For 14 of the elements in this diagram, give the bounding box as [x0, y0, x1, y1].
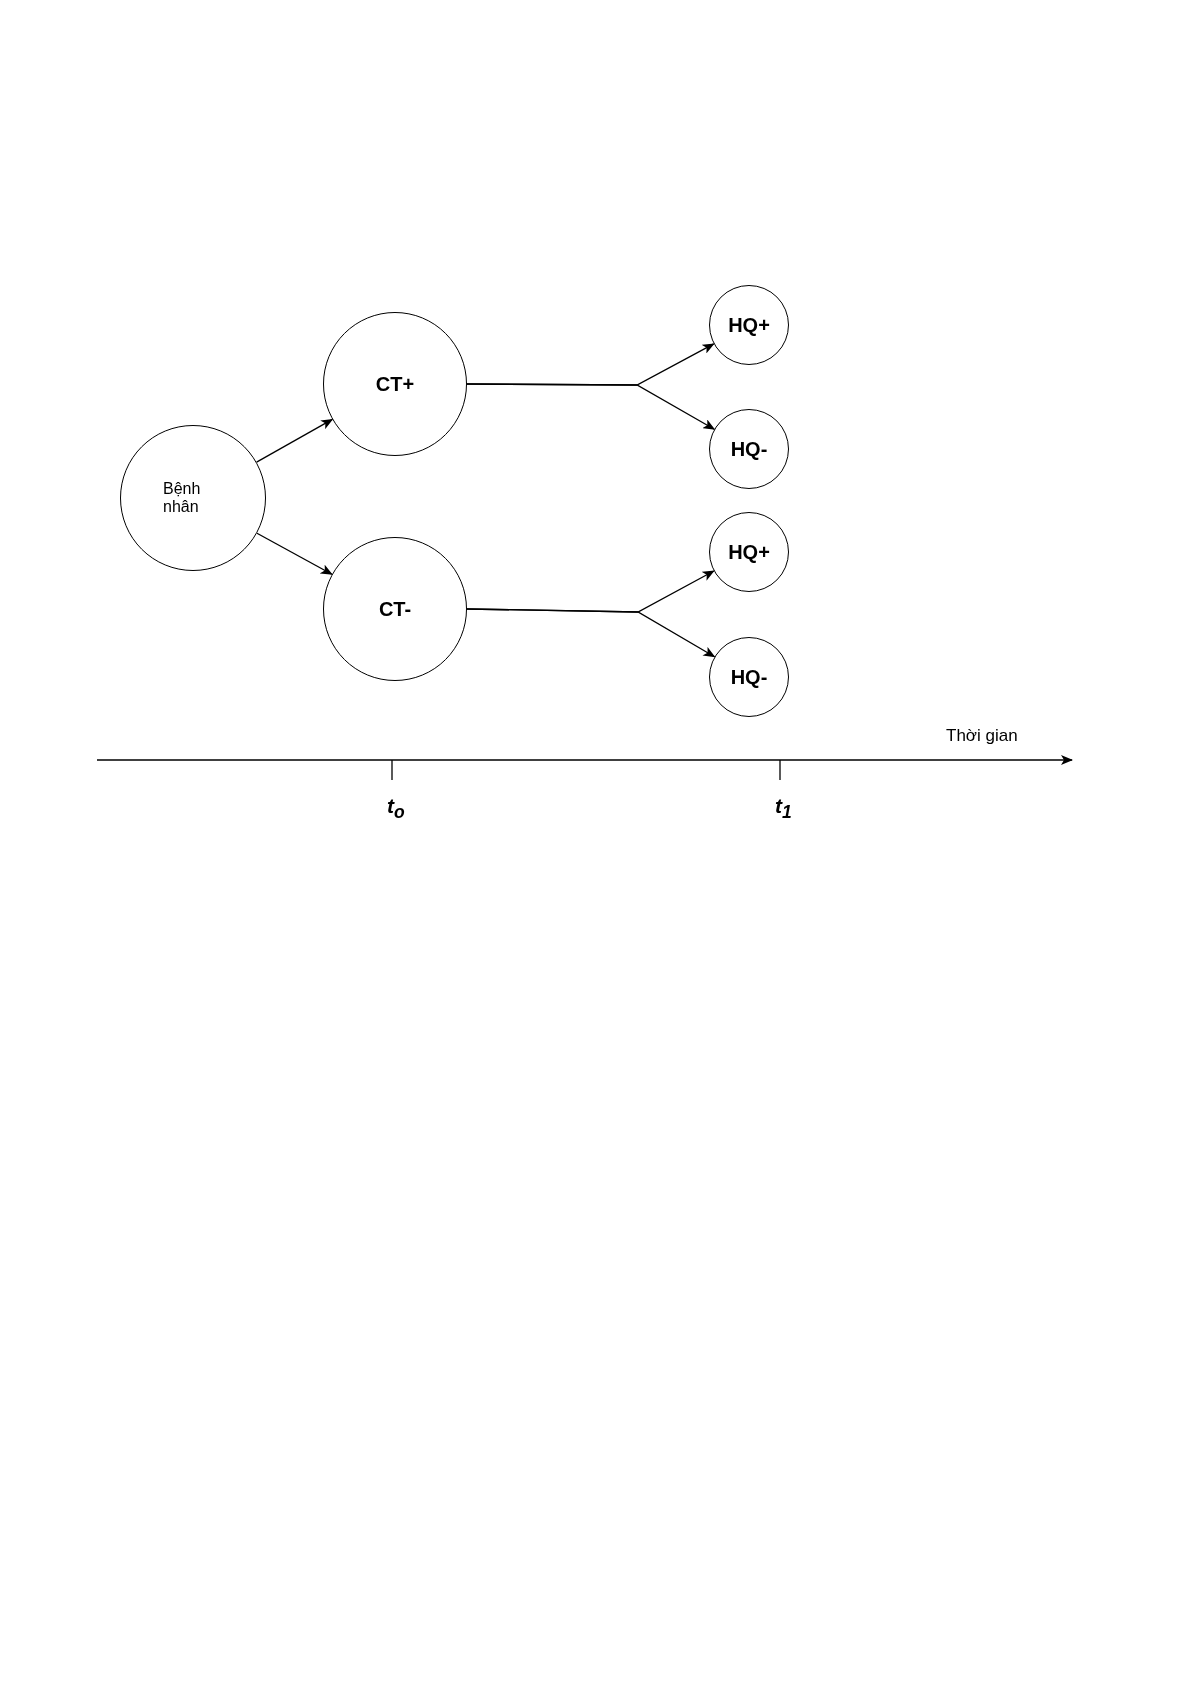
node-label: HQ+ — [728, 313, 770, 337]
tick-label: t$_{o}$ — [387, 794, 405, 824]
node-label: Bệnh nhân — [163, 480, 202, 516]
tick-label: t$_{1}$ — [775, 794, 792, 824]
axis-title: Thời gian — [946, 726, 1018, 746]
node-label: HQ- — [730, 437, 768, 461]
node-label: CT- — [378, 597, 412, 621]
node-label: HQ+ — [728, 540, 770, 564]
node-label: HQ- — [730, 665, 768, 689]
arrow — [466, 383, 716, 430]
arrow — [466, 608, 716, 658]
node-label: CT+ — [375, 372, 415, 396]
arrow — [256, 532, 333, 575]
arrow — [255, 418, 334, 463]
